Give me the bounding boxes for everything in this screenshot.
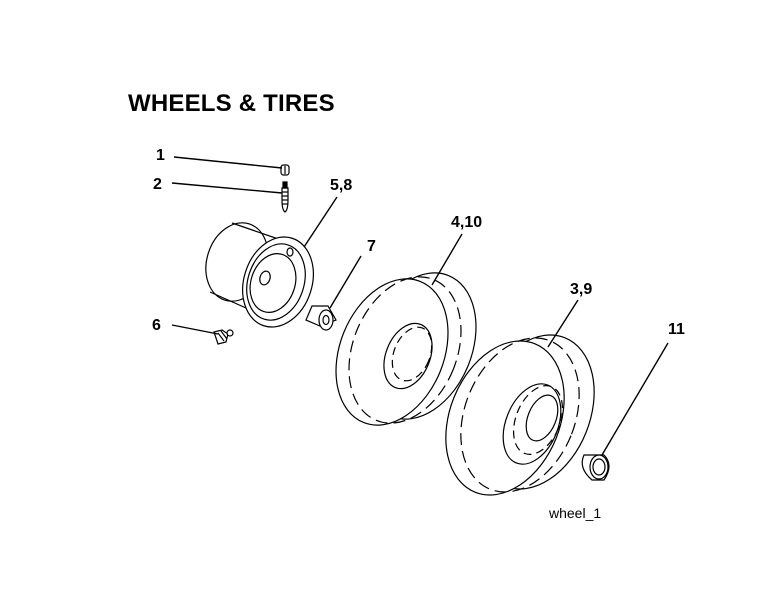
valve-stem: [282, 182, 288, 212]
hub-cap: [582, 455, 609, 480]
leader-line-11: [602, 343, 668, 455]
callout-2: 2: [153, 176, 162, 193]
callout-1: 1: [156, 147, 165, 164]
callout-7: 7: [367, 238, 376, 255]
callout-4-10: 4,10: [451, 214, 482, 231]
callout-6: 6: [152, 317, 161, 334]
callout-5-8: 5,8: [330, 177, 352, 194]
bushing: [306, 306, 336, 330]
diagram-title: WHEELS & TIRES: [128, 90, 335, 117]
callout-11: 11: [668, 321, 685, 338]
callout-3-9: 3,9: [570, 281, 592, 298]
leader-line-4-10: [432, 234, 462, 285]
leader-line-2: [172, 183, 282, 193]
rear-tire: [424, 317, 616, 513]
leader-lines: [172, 157, 668, 455]
leader-line-6: [172, 325, 218, 334]
figure-id-label: wheel_1: [548, 505, 601, 521]
front-tire: [315, 256, 496, 442]
leader-line-7: [330, 256, 361, 308]
grease-fitting: [214, 330, 233, 344]
leader-line-1: [174, 157, 282, 168]
leader-line-5-8: [304, 197, 337, 247]
wheel-rim: [196, 215, 324, 337]
valve-cap: [281, 165, 289, 175]
leader-line-3-9: [548, 300, 578, 347]
